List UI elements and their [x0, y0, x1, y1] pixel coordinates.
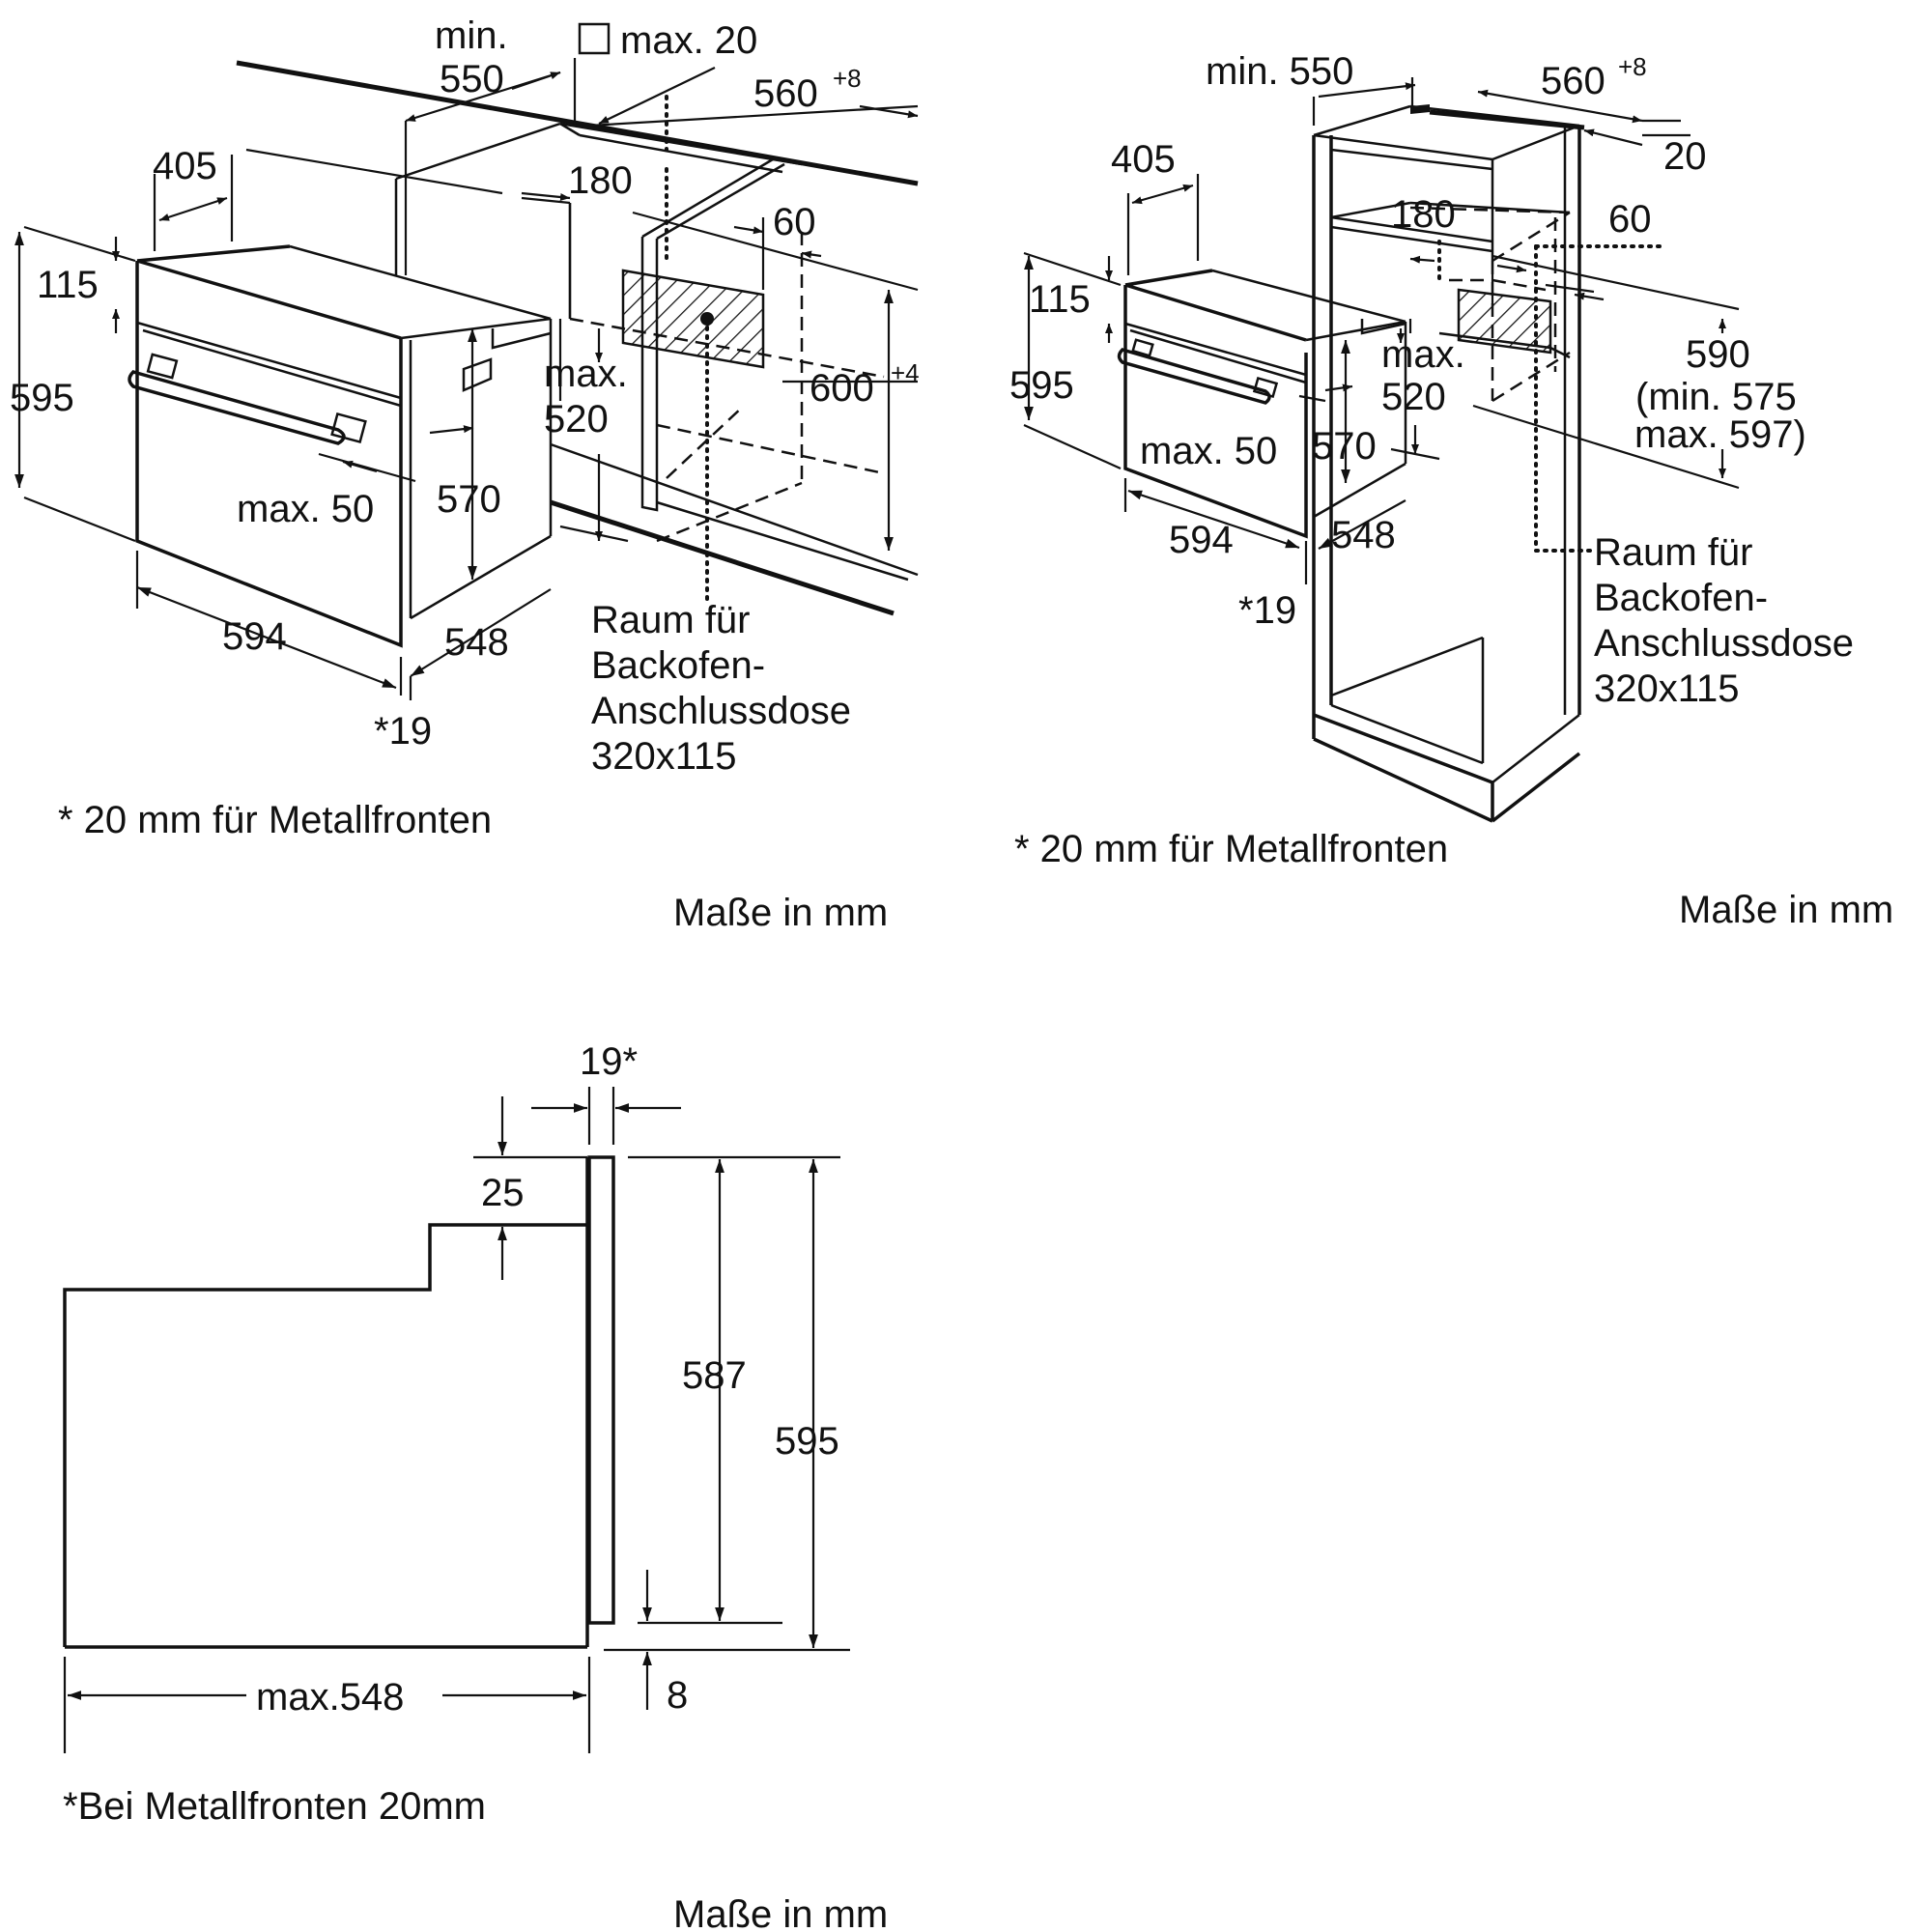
cabinet-side-panel — [640, 237, 659, 512]
d3-footnote: *Bei Metallfronten 20mm — [63, 1785, 486, 1828]
d2-max597: max. 597) — [1634, 413, 1806, 456]
cabinet-shelf — [1330, 215, 1493, 243]
d3-25: 25 — [481, 1172, 525, 1214]
d1-405: 405 — [153, 145, 217, 187]
oven-handle — [128, 370, 346, 445]
d1-600-tol: +4 — [891, 358, 920, 387]
d2-min550: min. 550 — [1206, 50, 1353, 93]
d1-570: 570 — [437, 478, 501, 521]
d3-max548: max.548 — [256, 1676, 404, 1719]
d1-max20: max. 20 — [620, 19, 757, 62]
d2-raum-4: 320x115 — [1594, 668, 1740, 710]
d1-180: 180 — [568, 159, 633, 202]
d1-raum-3: Anschlussdose — [591, 690, 851, 732]
d1-19: *19 — [374, 710, 432, 753]
d2-width-560: 560 — [1541, 60, 1605, 102]
oven-top — [289, 244, 552, 321]
d1-raum-1: Raum für — [591, 599, 751, 641]
d2-590: 590 — [1686, 333, 1750, 376]
d2-548: 548 — [1331, 514, 1396, 556]
d1-max520-a: max. — [544, 353, 628, 395]
d1-width-560: 560 — [753, 72, 818, 115]
d1-units: Maße in mm — [673, 892, 888, 934]
d1-595: 595 — [10, 377, 74, 419]
d2-connection-box-zone — [1457, 288, 1552, 355]
d2-oven-handle — [1117, 348, 1271, 405]
d2-raum-2: Backofen- — [1594, 577, 1768, 619]
niche-floor-edge — [550, 499, 895, 616]
d2-19: *19 — [1238, 589, 1296, 632]
cabinet-bottom — [1492, 714, 1580, 783]
d1-min-label: min. — [435, 14, 508, 57]
d2-max50: max. 50 — [1140, 430, 1277, 472]
oven-front — [135, 261, 403, 648]
cabinet-top — [1313, 133, 1493, 161]
worktop-edge — [236, 60, 919, 186]
d1-width-560-tol: +8 — [833, 64, 862, 93]
d3-19: 19* — [580, 1040, 638, 1083]
d1-footnote: * 20 mm für Metallfronten — [58, 799, 492, 841]
d1-min-550: 550 — [440, 58, 504, 100]
worktop-underside — [395, 122, 561, 181]
d1-548: 548 — [444, 621, 509, 664]
d1-600: 600 — [810, 367, 874, 410]
d3-units: Maße in mm — [673, 1893, 888, 1932]
d2-min575: (min. 575 — [1635, 376, 1797, 418]
side-vent — [462, 357, 493, 392]
d2-footnote: * 20 mm für Metallfronten — [1014, 828, 1448, 870]
oven-panel-line — [136, 321, 402, 400]
d1-max50: max. 50 — [237, 488, 374, 530]
d1-60: 60 — [773, 201, 816, 243]
diagram-under-counter: min. 550 max. 20 560 +8 405 180 60 115 5… — [10, 14, 920, 934]
diagram-side-profile: 19* 25 587 595 max.548 8 *Bei Metallfron… — [63, 1040, 888, 1932]
d2-width-560-tol: +8 — [1618, 52, 1647, 81]
connection-box-zone — [621, 269, 765, 369]
d2-180: 180 — [1391, 193, 1456, 236]
d2-oven-top — [1211, 269, 1406, 324]
d2-max520-a: max. — [1381, 333, 1465, 376]
d2-570: 570 — [1312, 425, 1377, 468]
d1-594: 594 — [222, 615, 287, 658]
d2-595: 595 — [1009, 364, 1074, 407]
d3-8: 8 — [667, 1674, 688, 1717]
d1-raum-4: 320x115 — [591, 735, 737, 778]
d2-max520-b: 520 — [1381, 376, 1446, 418]
profile-front-panel — [587, 1155, 615, 1625]
d3-587: 587 — [682, 1354, 747, 1397]
d2-405: 405 — [1111, 138, 1176, 181]
d2-raum-3: Anschlussdose — [1594, 622, 1854, 665]
d1-max520-b: 520 — [544, 398, 609, 440]
profile-outline — [63, 1223, 587, 1647]
d2-594: 594 — [1169, 519, 1234, 561]
diagram-tall-cabinet: min. 550 560 +8 20 405 180 60 115 595 ma… — [1009, 50, 1893, 931]
d2-20: 20 — [1663, 135, 1707, 178]
max20-square-icon — [578, 22, 611, 55]
d1-raum-2: Backofen- — [591, 644, 765, 687]
d1-115: 115 — [37, 264, 99, 306]
worktop-underside-back — [559, 122, 803, 166]
d2-115: 115 — [1029, 278, 1091, 321]
d2-60: 60 — [1608, 198, 1652, 241]
d2-raum-1: Raum für — [1594, 531, 1753, 574]
d2-units: Maße in mm — [1679, 889, 1893, 931]
d3-595: 595 — [775, 1420, 839, 1463]
worktop-rail — [579, 133, 783, 174]
